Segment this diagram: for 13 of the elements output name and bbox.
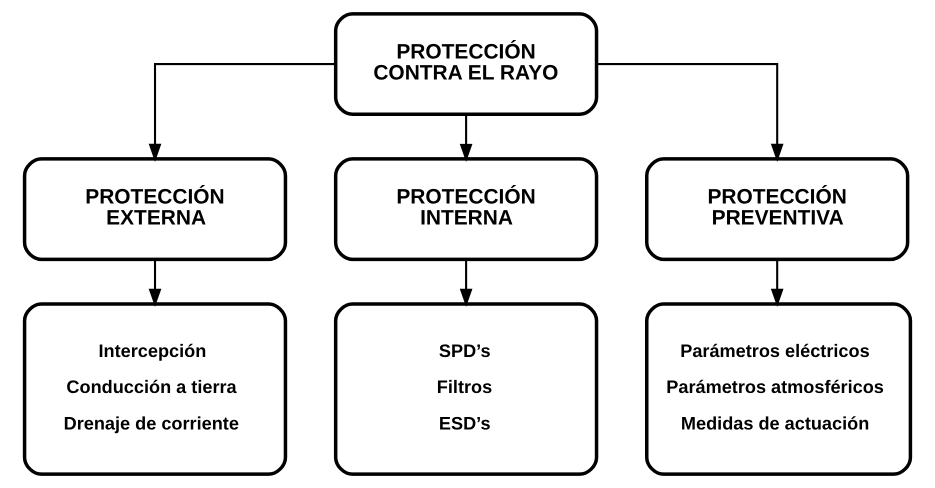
node-box: PROTECCIÓN CONTRA EL RAYO bbox=[334, 12, 598, 116]
node-box: PROTECCIÓN EXTERNA bbox=[22, 157, 288, 262]
arrow bbox=[460, 114, 472, 162]
node-box: PROTECCIÓN PREVENTIVA bbox=[645, 157, 910, 262]
arrow bbox=[460, 260, 472, 307]
node-box: Intercepción Conducción a tierra Drenaje de corriente bbox=[22, 302, 288, 476]
arrow bbox=[148, 63, 336, 162]
node-box: PROTECCIÓN INTERNA bbox=[334, 157, 598, 262]
arrow bbox=[770, 260, 784, 307]
arrow bbox=[148, 260, 162, 307]
node-box: Parámetros eléctricos Parámetros atmosféricos Medidas de actuación bbox=[645, 302, 912, 476]
node-box: SPD’s Filtros ESD’s bbox=[334, 302, 598, 476]
arrow bbox=[596, 63, 784, 162]
